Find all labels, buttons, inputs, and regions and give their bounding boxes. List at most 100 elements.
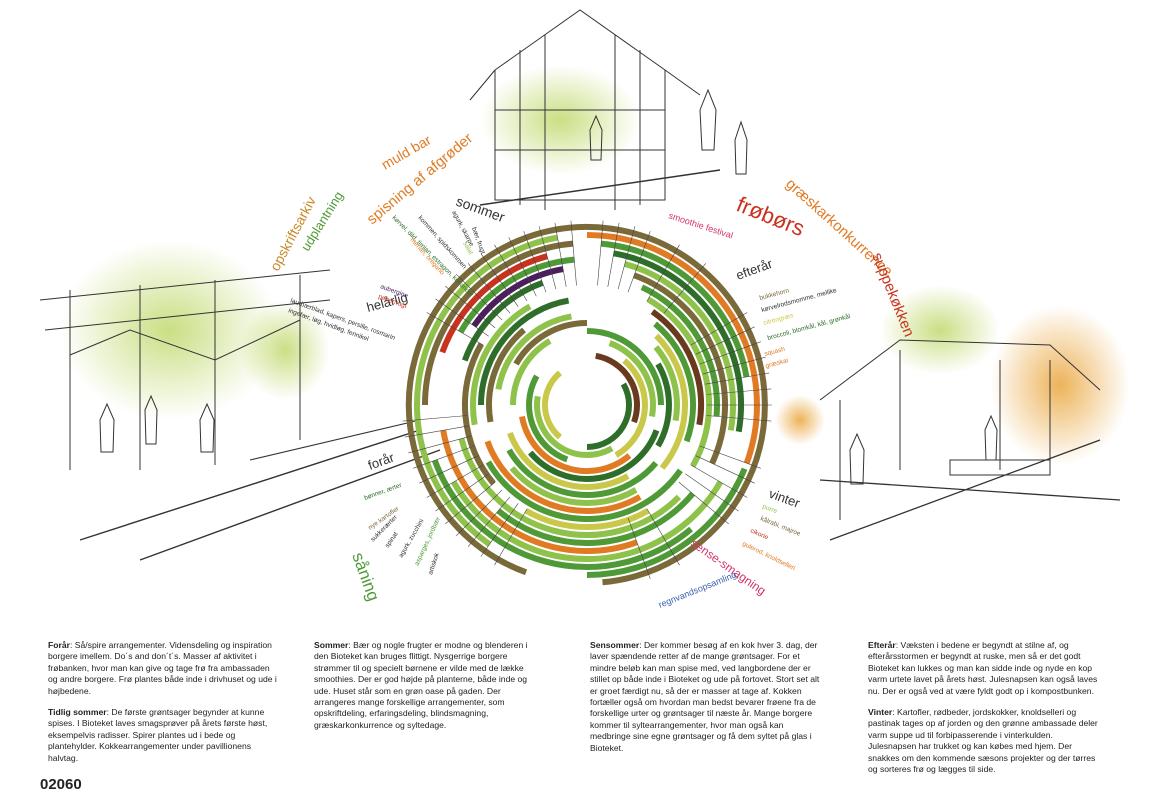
event-saning: såning bbox=[348, 550, 383, 604]
leader-line-4 bbox=[467, 263, 511, 314]
ring-arc-31 bbox=[653, 345, 680, 422]
crop-efterar-4: squash bbox=[764, 346, 786, 358]
leader-line-3 bbox=[455, 273, 503, 321]
leader-line-25 bbox=[706, 415, 772, 422]
leader-line-27 bbox=[695, 455, 755, 484]
ring-arc-6 bbox=[422, 240, 574, 406]
ring-arc-30 bbox=[486, 327, 526, 423]
text-column-3: Sensommer: Der kommer besøg af en kok hv… bbox=[590, 640, 820, 764]
leader-line-34 bbox=[480, 503, 519, 557]
para-tidlig-sommer: Tidlig sommer: De første grøntsager begy… bbox=[48, 707, 268, 763]
para-sensommer: Sensommer: Der kommer besøg af en kok hv… bbox=[590, 640, 820, 753]
event-smoothie: smoothie festival bbox=[667, 210, 734, 240]
leader-line-14 bbox=[617, 226, 636, 290]
sketch-top-greenhouse bbox=[469, 9, 748, 210]
ring-arc-1 bbox=[586, 232, 760, 465]
leader-line-43 bbox=[404, 425, 469, 438]
crop-forar-6: artiskok bbox=[427, 551, 441, 575]
leader-line-44 bbox=[402, 415, 468, 422]
leader-line-20 bbox=[699, 341, 761, 365]
leader-line-2 bbox=[445, 285, 496, 329]
leader-line-23 bbox=[706, 388, 772, 395]
ring-arc-44 bbox=[595, 352, 640, 424]
ring-arc-10 bbox=[624, 261, 736, 431]
leader-line-8 bbox=[523, 231, 547, 293]
crop-forar-3: spinat bbox=[384, 531, 400, 549]
leader-line-15 bbox=[627, 231, 651, 293]
para-vinter: Vinter: Kartofler, rødbeder, jordskokker… bbox=[868, 707, 1098, 775]
leader-line-6 bbox=[494, 244, 528, 302]
leader-line-12 bbox=[597, 220, 604, 286]
crop-labels-sommer: bær, frugt agurk, skarpe salat kørvel, d… bbox=[391, 210, 487, 300]
ring-arc-28 bbox=[654, 333, 688, 470]
sketch-right-pavilion bbox=[775, 285, 1130, 541]
leader-line-26 bbox=[699, 445, 761, 469]
ring-arc-9 bbox=[439, 253, 548, 354]
ring-arc-43 bbox=[526, 374, 569, 463]
leader-line-37 bbox=[445, 481, 496, 525]
text-column-2: Sommer: Bær og nogle frugter er modne og… bbox=[314, 640, 544, 741]
leader-line-35 bbox=[467, 496, 511, 547]
crop-forar-0: bønner, ærter bbox=[363, 482, 403, 502]
leader-line-38 bbox=[435, 473, 489, 512]
leader-line-0 bbox=[426, 312, 484, 346]
para-sommer: Sommer: Bær og nogle frugter er modne og… bbox=[314, 640, 528, 730]
season-label-forar: forår bbox=[366, 449, 397, 472]
leader-line-10 bbox=[554, 222, 567, 287]
ring-arc-47 bbox=[541, 370, 563, 440]
leader-line-29 bbox=[685, 473, 739, 512]
ring-arc-20 bbox=[524, 508, 650, 531]
sheet-number: 02060 bbox=[40, 776, 82, 793]
label-leader-lines bbox=[402, 220, 772, 579]
ring-arc-17 bbox=[458, 437, 682, 538]
event-regnvand: regnvandsopsamling bbox=[657, 569, 738, 609]
para-efterar: Efterår: Væksten i bedene er begyndt at … bbox=[868, 640, 1098, 696]
ring-arc-5 bbox=[431, 459, 694, 570]
leader-line-30 bbox=[678, 481, 729, 525]
leader-line-9 bbox=[538, 226, 557, 290]
leader-line-22 bbox=[705, 372, 770, 385]
ring-arc-33 bbox=[495, 313, 572, 390]
ring-arc-23 bbox=[485, 460, 683, 522]
ring-arc-26 bbox=[484, 440, 642, 514]
ring-arc-32 bbox=[506, 448, 659, 498]
sketch-left-pavilion bbox=[39, 240, 441, 561]
leader-line-13 bbox=[607, 222, 620, 287]
ring-arc-36 bbox=[513, 320, 588, 366]
leader-line-18 bbox=[690, 312, 748, 346]
ring-arc-12 bbox=[458, 256, 575, 334]
leader-line-21 bbox=[702, 356, 766, 375]
ring-arc-40 bbox=[608, 340, 656, 418]
ring-arc-7 bbox=[613, 250, 744, 433]
leader-line-39 bbox=[426, 464, 484, 498]
ring-arc-8 bbox=[451, 480, 723, 563]
crop-efterar-2: citrongræs bbox=[763, 312, 795, 327]
crop-vinter-0: porre bbox=[761, 503, 778, 515]
crop-vinter-2: cikorie bbox=[749, 527, 769, 541]
leader-line-33 bbox=[494, 508, 528, 566]
season-label-efterar: efterår bbox=[734, 256, 775, 283]
ring-arc-27 bbox=[478, 297, 570, 406]
leader-line-1 bbox=[435, 298, 489, 337]
leader-line-19 bbox=[695, 326, 755, 355]
para-forar: Forår: Så/spire arrangementer. Vidensdel… bbox=[48, 640, 277, 696]
text-column-4: Efterår: Væksten i bedene er begyndt at … bbox=[868, 640, 1098, 785]
ring-arc-25 bbox=[653, 321, 696, 443]
ring-arc-42 bbox=[614, 358, 648, 458]
ring-arc-39 bbox=[510, 338, 552, 406]
crop-vinter-3: gulerod, knoldselleri bbox=[741, 541, 796, 573]
leader-line-42 bbox=[408, 435, 472, 454]
ring-arc-0 bbox=[405, 223, 768, 586]
ring-arc-14 bbox=[496, 491, 695, 546]
ring-arc-29 bbox=[509, 466, 638, 506]
leader-line-31 bbox=[646, 508, 680, 566]
ring-arc-38 bbox=[528, 429, 660, 482]
seasonal-ring-diagram: sommer helårlig efterår vinter forår ops… bbox=[39, 9, 1130, 610]
seasonal-rings bbox=[405, 223, 768, 586]
leader-line-5 bbox=[480, 253, 519, 307]
ring-arc-41 bbox=[519, 415, 632, 475]
ring-arc-35 bbox=[507, 431, 630, 490]
ring-arc-37 bbox=[586, 328, 664, 406]
leader-line-28 bbox=[690, 464, 748, 498]
text-column-1: Forår: Så/spire arrangementer. Vidensdel… bbox=[48, 640, 278, 774]
